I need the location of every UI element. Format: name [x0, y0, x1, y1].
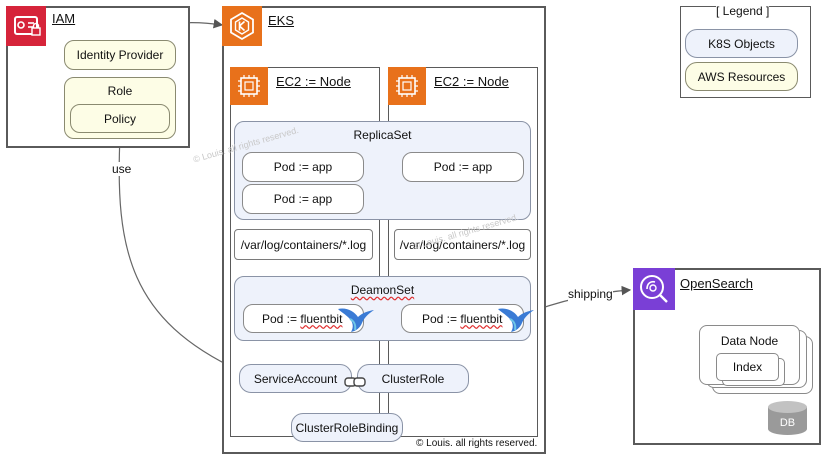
use-label: use — [112, 162, 132, 176]
identity-provider[interactable]: Identity Provider — [64, 40, 176, 70]
opensearch-icon — [633, 268, 675, 310]
data-node-label: Data Node — [720, 334, 779, 348]
ec2-icon-2 — [388, 67, 426, 105]
iam-title: IAM — [52, 11, 76, 26]
ec2-node-1-title: EC2 := Node — [276, 74, 351, 89]
eks-icon — [222, 6, 262, 46]
link-connector-icon — [344, 374, 366, 387]
legend-aws: AWS Resources — [685, 62, 798, 91]
db-icon — [766, 400, 809, 436]
daemonset-pod-2-prefix: Pod := — [422, 311, 458, 326]
eks-title: EKS — [268, 13, 295, 28]
daemonset-pod-2-suffix: fluentbit — [460, 311, 503, 326]
legend-k8s: K8S Objects — [685, 29, 798, 58]
fluentbit-icon-2 — [496, 303, 536, 333]
role-label: Role — [107, 84, 133, 98]
iam-icon — [6, 6, 46, 46]
replicaset-pod-1[interactable]: Pod := app — [242, 152, 364, 182]
replicaset-pod-2[interactable]: Pod := app — [402, 152, 524, 182]
fluentbit-icon-1 — [336, 303, 376, 333]
cluster-role-binding[interactable]: ClusterRoleBinding — [291, 413, 403, 442]
ec2-icon-1 — [230, 67, 268, 105]
edge-sa-to-role — [114, 134, 241, 372]
legend-title: [ Legend ] — [716, 4, 770, 18]
cluster-role[interactable]: ClusterRole — [357, 364, 469, 393]
service-account[interactable]: ServiceAccount — [239, 364, 352, 393]
ec2-node-2-title: EC2 := Node — [434, 74, 509, 89]
replicaset-title: ReplicaSet — [353, 128, 412, 142]
policy-box[interactable]: Policy — [70, 104, 170, 133]
replicaset-pod-3[interactable]: Pod := app — [242, 184, 364, 214]
log-path-1[interactable]: /var/log/containers/*.log — [234, 229, 373, 260]
index-box[interactable]: Index — [716, 353, 779, 381]
log-path-2[interactable]: /var/log/containers/*.log — [394, 229, 531, 260]
copyright-text: © Louis. all rights reserved. — [416, 438, 538, 449]
db-label: DB — [779, 417, 796, 429]
daemonset-pod-1-prefix: Pod := — [262, 311, 298, 326]
opensearch-title: OpenSearch — [680, 276, 753, 291]
daemonset-pod-1-suffix: fluentbit — [300, 311, 343, 326]
daemonset-title: DeamonSet — [350, 283, 415, 297]
shipping-label: shipping — [568, 287, 613, 301]
